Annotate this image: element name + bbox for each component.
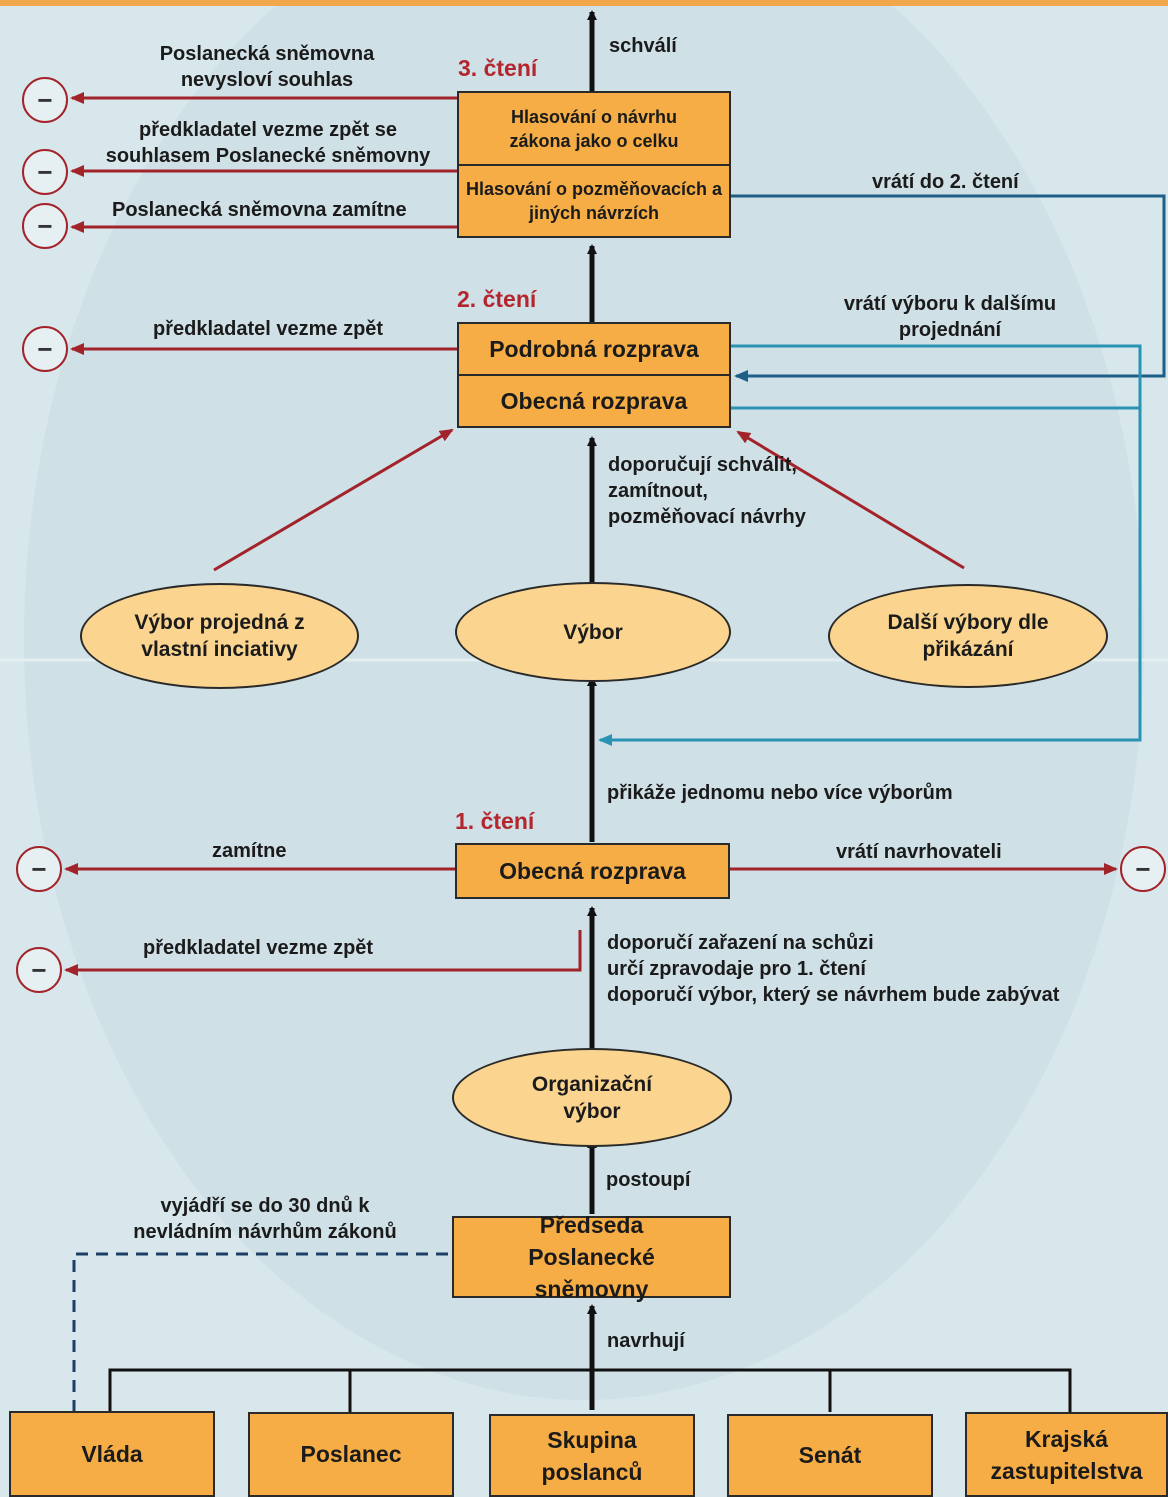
- label-withdraw-consent: předkladatel vezme zpět se souhlasem Pos…: [105, 119, 431, 167]
- rejected-icon: −: [1120, 846, 1166, 892]
- rejected-icon: −: [22, 326, 68, 372]
- stage-1-title: 1. čtení: [455, 808, 535, 834]
- general-debate-2-box: Obecná rozprava: [457, 374, 731, 428]
- label-assign: přikáže jednomu nebo více výborům: [607, 782, 953, 804]
- vote-whole-box: Hlasování o návrhu zákona jako o celku: [457, 91, 731, 166]
- label-org-recommend-3: doporučí výbor, který se návrhem bude za…: [607, 984, 1060, 1006]
- rejected-icon: −: [22, 149, 68, 195]
- proposer-deputy-group: Skupina poslanců: [489, 1414, 695, 1497]
- label-house-rejects: Poslanecká sněmovna zamítne: [112, 199, 407, 221]
- label-forwards: postoupí: [606, 1169, 691, 1191]
- label-withdraw-1: předkladatel vezme zpět: [143, 937, 374, 959]
- rejected-icon: −: [22, 77, 68, 123]
- label-org-recommend-2: určí zpravodaje pro 1. čtení: [607, 958, 866, 980]
- label-reject: zamítne: [212, 840, 287, 862]
- label-approves: schválí: [609, 35, 677, 57]
- detailed-debate-box: Podrobná rozprava: [457, 322, 731, 376]
- label-no-consent: Poslanecká sněmovna nevysloví souhlas: [159, 43, 375, 91]
- stage-2-title: 2. čtení: [457, 286, 537, 312]
- proposer-regional-councils: Krajská zastupitelstva: [965, 1412, 1168, 1497]
- label-within-30-days: vyjádří se do 30 dnů k nevládním návrhům…: [133, 1195, 397, 1243]
- other-committees-oval: Další výbory dle přikázání: [828, 584, 1108, 688]
- label-org-recommend-1: doporučí zařazení na schůzi: [607, 932, 874, 954]
- label-recommend: doporučují schválit, zamítnout, pozměňov…: [608, 454, 806, 528]
- label-return-to-2nd: vrátí do 2. čtení: [872, 171, 1019, 193]
- general-debate-1-box: Obecná rozprava: [455, 843, 730, 899]
- proposer-deputy: Poslanec: [248, 1412, 454, 1497]
- committee-own-oval: Výbor projedná z vlastní inciativy: [80, 583, 359, 689]
- vote-amendments-box: Hlasování o pozměňovacích a jiných návrz…: [457, 164, 731, 238]
- label-return-committee: vrátí výboru k dalšímu projednání: [843, 293, 1057, 341]
- organizing-committee-oval: Organizační výbor: [452, 1048, 732, 1147]
- rejected-icon: −: [16, 846, 62, 892]
- speaker-box: Předseda Poslanecké sněmovny: [452, 1212, 731, 1302]
- label-withdraw-2: předkladatel vezme zpět: [153, 318, 384, 340]
- label-propose: navrhují: [607, 1330, 685, 1352]
- committee-oval: Výbor: [455, 582, 731, 682]
- label-return-proposer: vrátí navrhovateli: [836, 841, 1002, 863]
- proposer-government: Vláda: [9, 1411, 215, 1497]
- proposer-senate: Senát: [727, 1414, 933, 1497]
- rejected-icon: −: [16, 947, 62, 993]
- rejected-icon: −: [22, 203, 68, 249]
- stage-3-title: 3. čtení: [458, 55, 538, 81]
